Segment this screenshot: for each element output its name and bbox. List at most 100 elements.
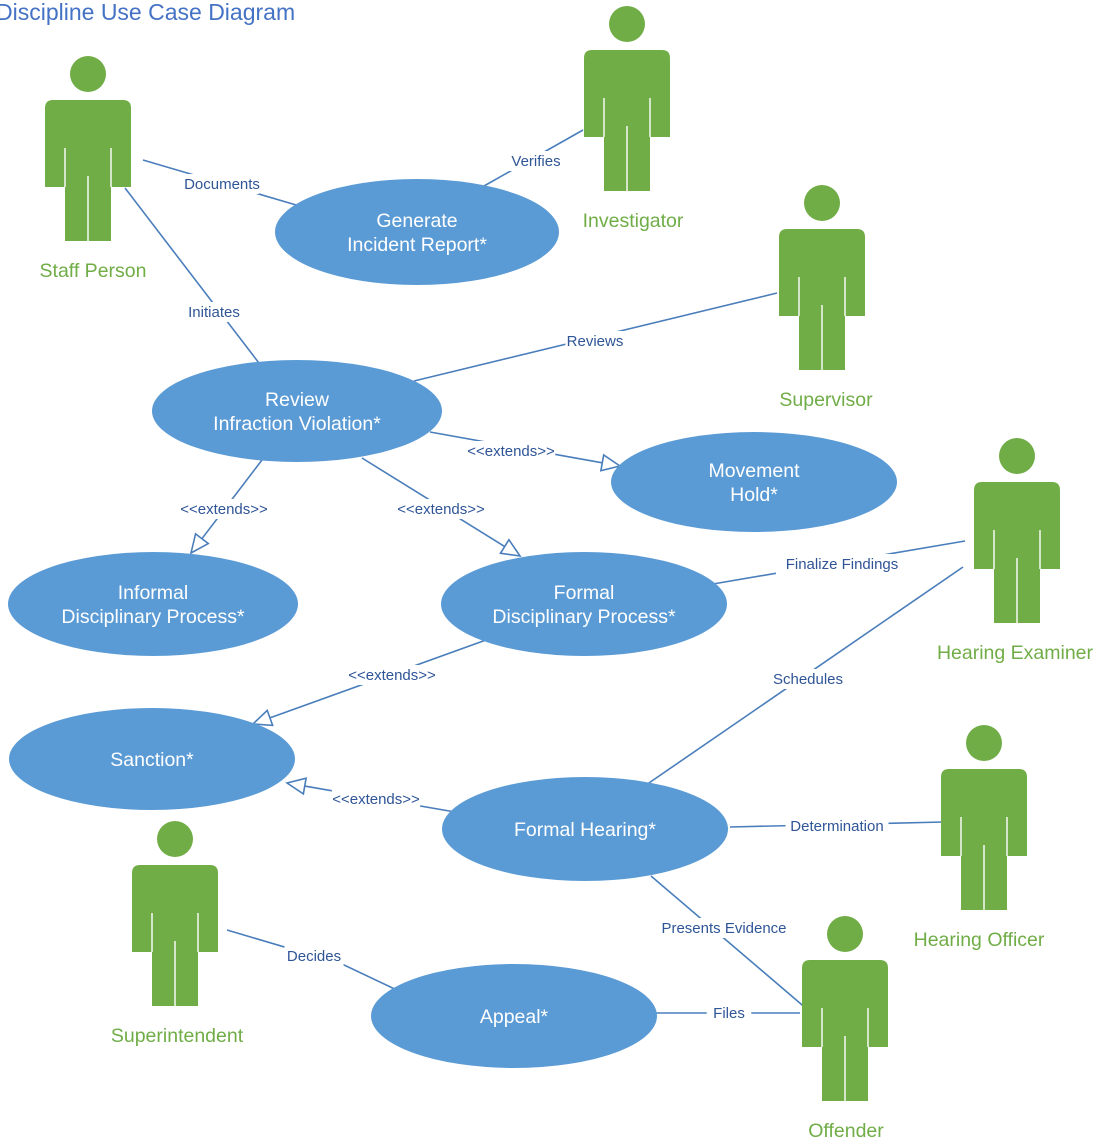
person-body [974,482,1060,623]
person-body [941,769,1027,910]
actor-hearing-examiner[interactable]: Hearing Examiner [937,438,1094,664]
use-case-sanction[interactable]: Sanction* [9,708,295,810]
person-icon [132,821,218,1006]
association-label-determination-background [785,816,889,836]
association-label-initiates: Initiates [188,304,240,321]
extends-label-ext-movement-hold: <<extends>> [467,443,555,460]
actor-offender[interactable]: Offender [802,916,888,1142]
extends-arrowhead-icon [189,532,210,555]
use-case-ellipse [275,179,559,285]
association-label-finalize-findings-background [775,554,909,574]
association-label-documents-background [185,174,259,194]
association-label-reviews-background [565,331,625,351]
actor-supervisor[interactable]: Supervisor [779,185,873,411]
extends-label-ext-sanction-from-formal-background [347,665,437,685]
person-icon [941,725,1027,910]
person-icon [802,916,888,1101]
association-line-initiates [124,187,263,368]
person-head [999,438,1035,474]
extends-label-ext-formal: <<extends>> [397,501,485,518]
association-label-finalize-findings: Finalize Findings [786,556,899,573]
association-label-verifies-background [502,151,570,171]
extends-label-ext-sanction-from-hearing-background [331,789,421,809]
diagram-title: Discipline Use Case Diagram [0,0,295,25]
use-case-label-line: Formal [554,582,615,604]
use-case-label-line: Disciplinary Process* [492,606,676,628]
actor-label: Hearing Examiner [937,642,1094,664]
use-case-label-line: Hold* [730,484,778,506]
use-case-ellipse [371,964,657,1068]
association-label-reviews: Reviews [567,333,624,350]
use-case-label-line: Review [265,389,330,411]
actor-label: Offender [808,1120,884,1142]
extends-label-ext-informal: <<extends>> [180,501,268,518]
association-label-documents: Documents [184,176,260,193]
association-label-initiates-background [177,302,251,322]
association-label-decides: Decides [287,948,341,965]
association-label-schedules: Schedules [773,671,843,688]
use-case-label-line: Incident Report* [347,234,487,256]
person-icon [45,56,131,241]
extends-label-ext-sanction-from-formal: <<extends>> [348,667,436,684]
use-case-ellipse [442,777,728,881]
person-head [157,821,193,857]
actor-staff-person[interactable]: Staff Person [40,56,147,282]
association-label-presents-evidence: Presents Evidence [661,920,786,937]
person-icon [779,185,865,370]
extends-label-ext-sanction-from-hearing: <<extends>> [332,791,420,808]
association-label-verifies: Verifies [511,153,560,170]
actor-hearing-officer[interactable]: Hearing Officer [914,725,1045,951]
use-case-appeal[interactable]: Appeal* [371,964,657,1068]
use-case-ellipse [9,708,295,810]
person-icon [584,6,670,191]
association-label-files-background [706,1003,752,1023]
person-head [609,6,645,42]
use-case-label-line: Appeal* [480,1006,549,1028]
person-head [70,56,106,92]
extends-label-ext-movement-hold-background [466,441,556,461]
use-case-ellipse [441,552,727,656]
person-body [779,229,865,370]
person-head [966,725,1002,761]
extends-label-ext-formal-background [396,499,486,519]
association-label-decides-background [284,946,344,966]
person-body [802,960,888,1101]
actor-superintendent[interactable]: Superintendent [111,821,244,1047]
person-body [132,865,218,1006]
person-head [804,185,840,221]
actors-layer: Staff Person InvestigatorSupervisorHearin… [40,6,1094,1142]
use-case-label-line: Sanction* [110,749,194,771]
use-case-ellipse [8,552,298,656]
association-label-determination: Determination [790,818,883,835]
use-case-formal-hearing[interactable]: Formal Hearing* [442,777,728,881]
use-case-label-line: Informal [118,582,188,604]
use-case-label-line: Formal Hearing* [514,819,656,841]
association-label-files: Files [713,1005,745,1022]
association-line-presents-evidence [650,875,809,1011]
extends-arrowhead-icon [251,708,274,727]
person-body [45,100,131,241]
person-body [584,50,670,191]
use-case-ellipse [152,360,442,462]
person-icon [974,438,1060,623]
actor-investigator[interactable]: Investigator [583,6,684,232]
connector-labels-layer: Documents VerifiesInitiatesReviewsFinaliz… [177,151,909,1023]
actor-label: Superintendent [111,1025,244,1047]
association-label-presents-evidence-background [657,918,791,938]
actor-label: Supervisor [779,389,873,411]
use-case-label-line: Infraction Violation* [213,413,381,435]
person-head [827,916,863,952]
use-case-label-line: Disciplinary Process* [61,606,245,628]
use-case-label-line: Generate [376,210,457,232]
use-case-label-line: Movement [708,460,800,482]
extends-arrowhead-icon [285,777,308,796]
association-label-schedules-background [771,669,845,689]
